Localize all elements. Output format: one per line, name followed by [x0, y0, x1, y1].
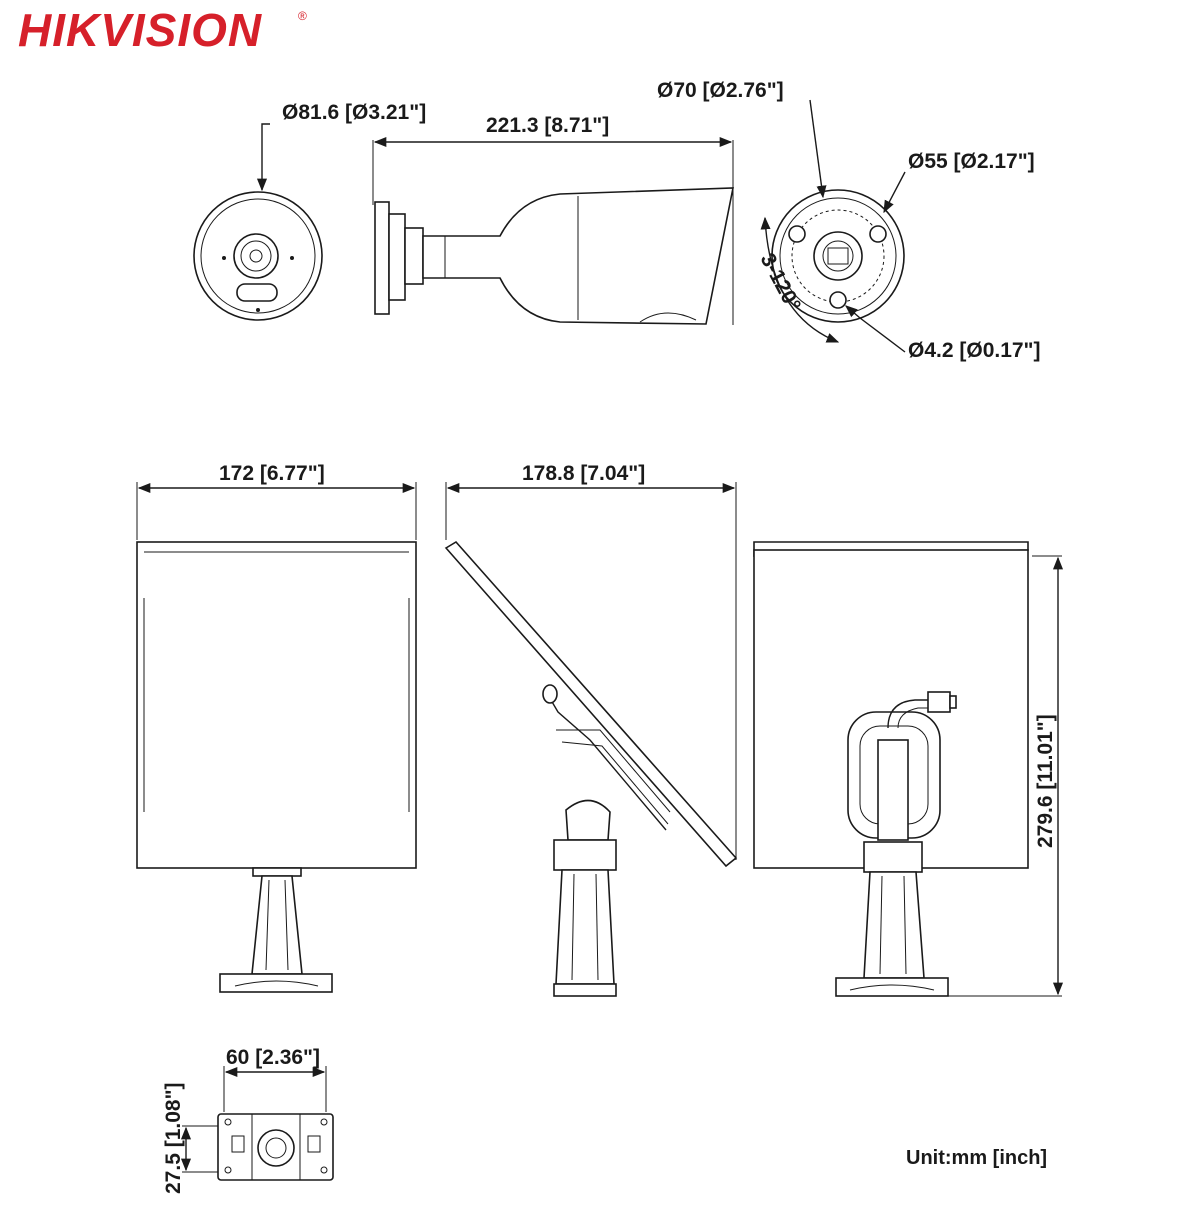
panel-width-label: 172 [6.77"] — [219, 462, 325, 485]
bracket-width-label: 60 [2.36"] — [226, 1046, 320, 1069]
bracket-view: 60 [2.36"] 27.5 [1.08"] — [162, 1046, 334, 1194]
side-view: 221.3 [8.71"] — [372, 114, 734, 325]
panel-back-view: 279.6 [11.01"] — [753, 541, 1064, 997]
camera-length-label: 221.3 [8.71"] — [486, 114, 609, 137]
front-view: Ø81.6 [Ø3.21"] — [193, 101, 426, 321]
front-diameter-label: Ø81.6 [Ø3.21"] — [282, 101, 426, 124]
hole-diameter-label: Ø4.2 [Ø0.17"] — [908, 339, 1041, 362]
trademark-mark: ® — [298, 9, 307, 23]
panel-height-label: 279.6 [11.01"] — [1034, 714, 1057, 848]
panel-side-view: 178.8 [7.04"] — [444, 462, 738, 997]
bracket-height-label: 27.5 [1.08"] — [162, 1082, 185, 1194]
base-diameter-label: Ø70 [Ø2.76"] — [657, 79, 784, 102]
unit-label: Unit:mm [inch] — [906, 1147, 1047, 1169]
brand-logo: HIKVISION ® — [18, 4, 307, 56]
base-view: 3-120° Ø70 [Ø2.76"] Ø55 [Ø2.17"] Ø4.2 [Ø… — [657, 79, 1041, 362]
panel-depth-label: 178.8 [7.04"] — [522, 462, 645, 485]
hole-circle-label: Ø55 [Ø2.17"] — [908, 150, 1035, 173]
logo-text: HIKVISION — [18, 4, 262, 56]
panel-front-view: 172 [6.77"] — [136, 462, 417, 993]
